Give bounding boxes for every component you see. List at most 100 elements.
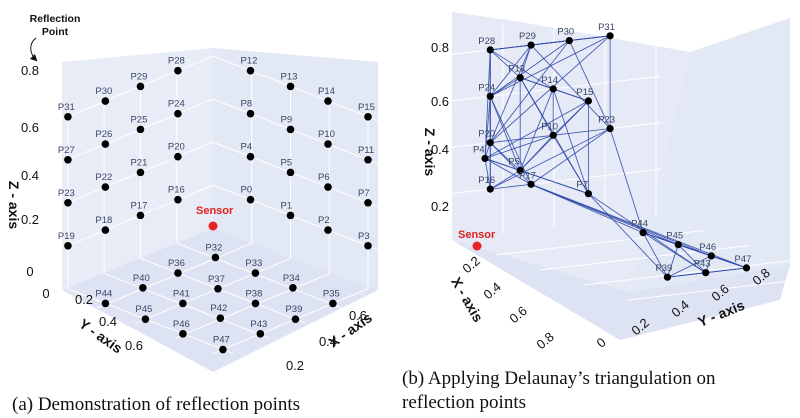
chart-b-point-p5 [516,166,524,175]
chart-a-x-tick: 0.4 [319,334,337,349]
chart-a-right-pane [213,48,378,290]
chart-a-point-p39 [291,315,300,323]
chart-b-point-p46 [707,252,715,260]
chart-a-point-label-p0: P0 [241,185,253,196]
chart-b-point-label-p20: P20 [478,129,495,140]
chart-b-edge [530,128,611,185]
chart-a-point-label-p39: P39 [285,304,302,315]
chart-a-point-label-p14: P14 [318,86,335,97]
chart-b-caption-line-2: reflection points [402,392,526,413]
chart-a-point-label-p5: P5 [281,157,293,168]
chart-b-point-p39 [663,273,672,281]
chart-b-point-p20 [486,139,494,147]
chart-a-panes [62,48,378,372]
chart-b-point-label-p39: P39 [655,263,672,274]
chart-a-point-p11 [364,155,372,164]
chart-b-x-tick: 0.6 [506,303,529,326]
chart-a-point-p28 [174,66,182,75]
chart-a-point-p33 [251,269,260,277]
chart-a-wall-gridline [58,184,379,251]
chart-b-points [481,32,751,281]
chart-a-point-p22 [101,183,110,191]
chart-a-point-p20 [174,152,182,161]
chart-b-point-p43 [702,269,710,277]
chart-a-point-p13 [286,82,295,91]
chart-a-point-label-p30: P30 [95,86,112,97]
chart-a-point-label-p13: P13 [281,71,298,82]
chart-b-edge [490,183,532,190]
chart-a-point-p26 [101,140,110,148]
chart-a-point-p43 [256,330,265,338]
chart-b-caption-line-1: (b) Applying Delaunay’s triangulation on [402,368,716,389]
chart-b-edge [489,142,532,185]
chart-a-point-p38 [251,299,260,308]
chart-a-point-label-p16: P16 [168,185,185,196]
chart-a-point-p5 [286,168,295,177]
chart-b-edge [489,96,521,171]
chart-a-point-label-p31: P31 [58,102,75,113]
chart-a-floor-gridline [97,242,252,309]
chart-a-point-label-p46: P46 [173,319,190,330]
chart-a-point-label-p10: P10 [318,129,335,140]
chart-b-point-labels: P31P30P29P28P13P14P15P24P10P20P4P5P7P23P… [473,22,751,274]
chart-b-edge [667,255,712,278]
chart-a-point-label-p9: P9 [281,114,293,125]
chart-a-caption: (a) Demonstration of reflection points [12,394,300,415]
chart-a-point-label-p47: P47 [213,335,230,346]
chart-a-point-p10 [324,140,332,148]
chart-b-x-tick: 0.8 [533,329,556,352]
chart-b-edge [490,170,521,190]
chart-a-floor-pane [62,228,378,372]
chart-b-floor-gridline [495,229,706,256]
chart-panel-b: P31P30P29P28P13P14P15P24P10P20P4P5P7P23P… [402,7,800,413]
chart-a-floor-gridline [67,288,234,354]
chart-b-edge [530,44,611,129]
chart-b-point-p23 [606,125,614,133]
chart-a-point-p37 [214,284,222,293]
chart-b-edge [519,134,554,171]
chart-b-edge [490,128,611,190]
chart-b-x-axis-title: X - axis [448,274,486,325]
chart-a-z-tick: 0.2 [21,212,39,227]
chart-b-edge [489,44,532,97]
chart-b-edge [490,44,532,51]
chart-a-point-p34 [289,283,297,292]
chart-b-edge [484,49,491,159]
chart-a-point-label-p25: P25 [130,114,147,125]
chart-a-point-label-p35: P35 [323,288,340,299]
chart-b-edge [588,193,668,278]
chart-a-point-p29 [136,82,145,91]
chart-a-z-tick: 0.4 [21,168,39,183]
chart-a-callout-line-1: Reflection [30,13,81,25]
chart-b-floor-gridline [583,259,794,286]
chart-b-point-p29 [527,41,535,49]
chart-b-point-label-p7: P7 [576,180,588,191]
chart-a-point-p44 [101,299,110,308]
chart-a-point-p9 [286,125,295,134]
chart-a-floor-gridline [213,288,369,354]
chart-a-point-p45 [141,315,150,323]
chart-a-point-label-p21: P21 [130,157,147,168]
chart-a-y-tick: 0.2 [75,292,93,307]
chart-a-y-ticks: 0.20.40.6 [75,292,143,353]
chart-b-point-p10 [549,131,557,139]
chart-b-point-p45 [674,241,682,249]
chart-b-point-label-p13: P13 [508,64,525,75]
chart-a-point-label-p32: P32 [205,242,222,253]
chart-b-edge [484,158,532,185]
chart-b-edge [609,128,644,233]
chart-a-point-p6 [324,183,332,191]
chart-a-point-label-p3: P3 [358,231,370,242]
chart-a-floor-gridline [135,257,291,324]
chart-b-edge [490,77,521,97]
chart-b-point-label-p24: P24 [478,82,495,93]
chart-a-point-p4 [246,152,255,161]
chart-b-edge [490,49,554,90]
chart-a-x-tick: 0.6 [349,308,367,323]
chart-a-point-label-p45: P45 [135,304,152,315]
chart-b-y-tick: 0 [594,334,609,350]
chart-b-floor-gridline [539,244,750,271]
chart-b-sensor-label: Sensor [458,229,496,241]
